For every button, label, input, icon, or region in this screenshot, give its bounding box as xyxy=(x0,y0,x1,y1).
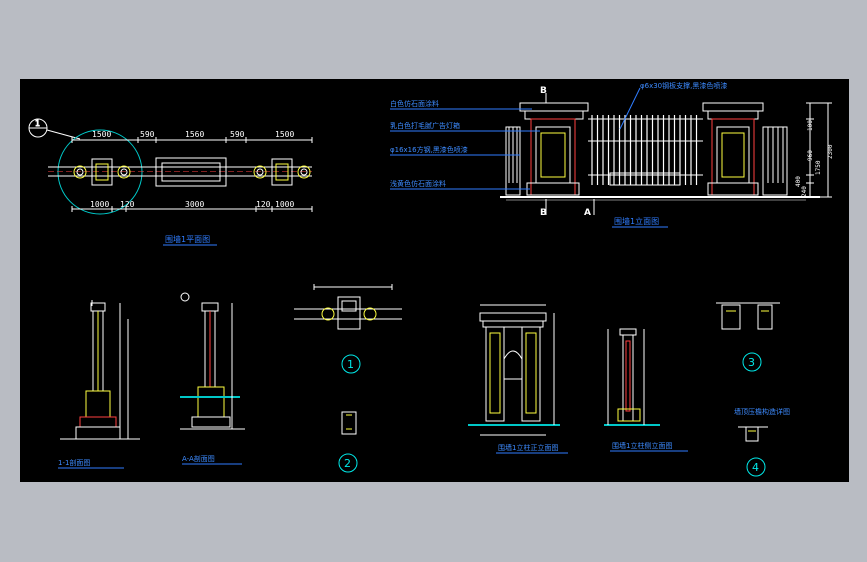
detail-4-label: 墙顶压檐构造详图 xyxy=(734,407,790,416)
plan-dim-bottom-4: 1000 xyxy=(275,200,294,209)
detail-circle-2: 2 xyxy=(344,457,351,470)
gate-side-caption: 围墙1立柱侧立面图 xyxy=(612,441,672,450)
plan-detail-1 xyxy=(294,284,402,374)
detail-circle-1: 1 xyxy=(347,358,354,371)
gate-pier-elevation xyxy=(468,304,560,436)
column-section-b xyxy=(180,292,245,430)
plan-callout-number: 1 xyxy=(35,119,40,128)
elevation-note-0: 白色仿石面涂料 xyxy=(390,99,439,108)
elevation-caption: 围墙1立面图 xyxy=(614,216,659,226)
elevation-dim-0: 100 xyxy=(807,120,814,131)
elevation-note-4: φ6x30钢板支撑,黑漆色喷漆 xyxy=(640,81,727,90)
detail-left-caption-a: 1-1剖面图 xyxy=(58,458,90,467)
elevation-dim-4: 400 xyxy=(795,176,802,187)
detail-circle-4: 4 xyxy=(752,461,759,474)
detail-3 xyxy=(716,302,780,372)
plan-dim-top-4: 1500 xyxy=(275,130,294,139)
gate-elevation-caption: 围墙1立柱正立面图 xyxy=(498,443,558,452)
cad-drawing: 1 1500 590 1560 590 xyxy=(28,81,834,477)
column-section-a xyxy=(60,300,140,440)
elevation-dim-5: 240 xyxy=(801,186,808,197)
plan-dim-bottom-2: 3000 xyxy=(185,200,204,209)
wall-cap-detail-2 xyxy=(338,411,358,473)
plan-dim-top-1: 590 xyxy=(140,130,155,139)
elevation-dim-2: 1750 xyxy=(815,160,822,175)
section-b-bottom-label: B xyxy=(540,208,547,218)
plan-dim-bottom-3: 120 xyxy=(256,200,271,209)
elevation-note-3: 浅黄色仿石面涂料 xyxy=(390,179,446,188)
plan-dim-top-3: 590 xyxy=(230,130,245,139)
plan-detail-circle xyxy=(57,129,143,215)
section-a-bottom-label: A xyxy=(584,208,591,218)
gate-pier-side xyxy=(604,328,660,426)
plan-view: 1 xyxy=(28,118,313,215)
drawing-canvas[interactable]: 1 1500 590 1560 590 xyxy=(20,79,849,482)
elevation-view xyxy=(390,87,832,215)
plan-dim-bottom-1: 120 xyxy=(120,200,135,209)
elevation-note-2: φ16x16方钢,黑漆色喷漆 xyxy=(390,145,468,154)
elevation-dim-1: 960 xyxy=(807,150,814,161)
elevation-note-1: 乳白色打毛腻广告灯箱 xyxy=(390,121,460,130)
plan-caption: 围墙1平面图 xyxy=(165,234,210,244)
detail-circle-3: 3 xyxy=(748,356,755,369)
detail-4 xyxy=(738,426,768,477)
elevation-dim-3: 2300 xyxy=(827,144,834,159)
section-b-top-label: B xyxy=(540,86,547,96)
plan-dim-top-0: 1500 xyxy=(92,130,111,139)
detail-left-caption-b: A-A剖面图 xyxy=(182,454,215,463)
plan-dim-top-2: 1560 xyxy=(185,130,204,139)
plan-dim-bottom-0: 1000 xyxy=(90,200,109,209)
